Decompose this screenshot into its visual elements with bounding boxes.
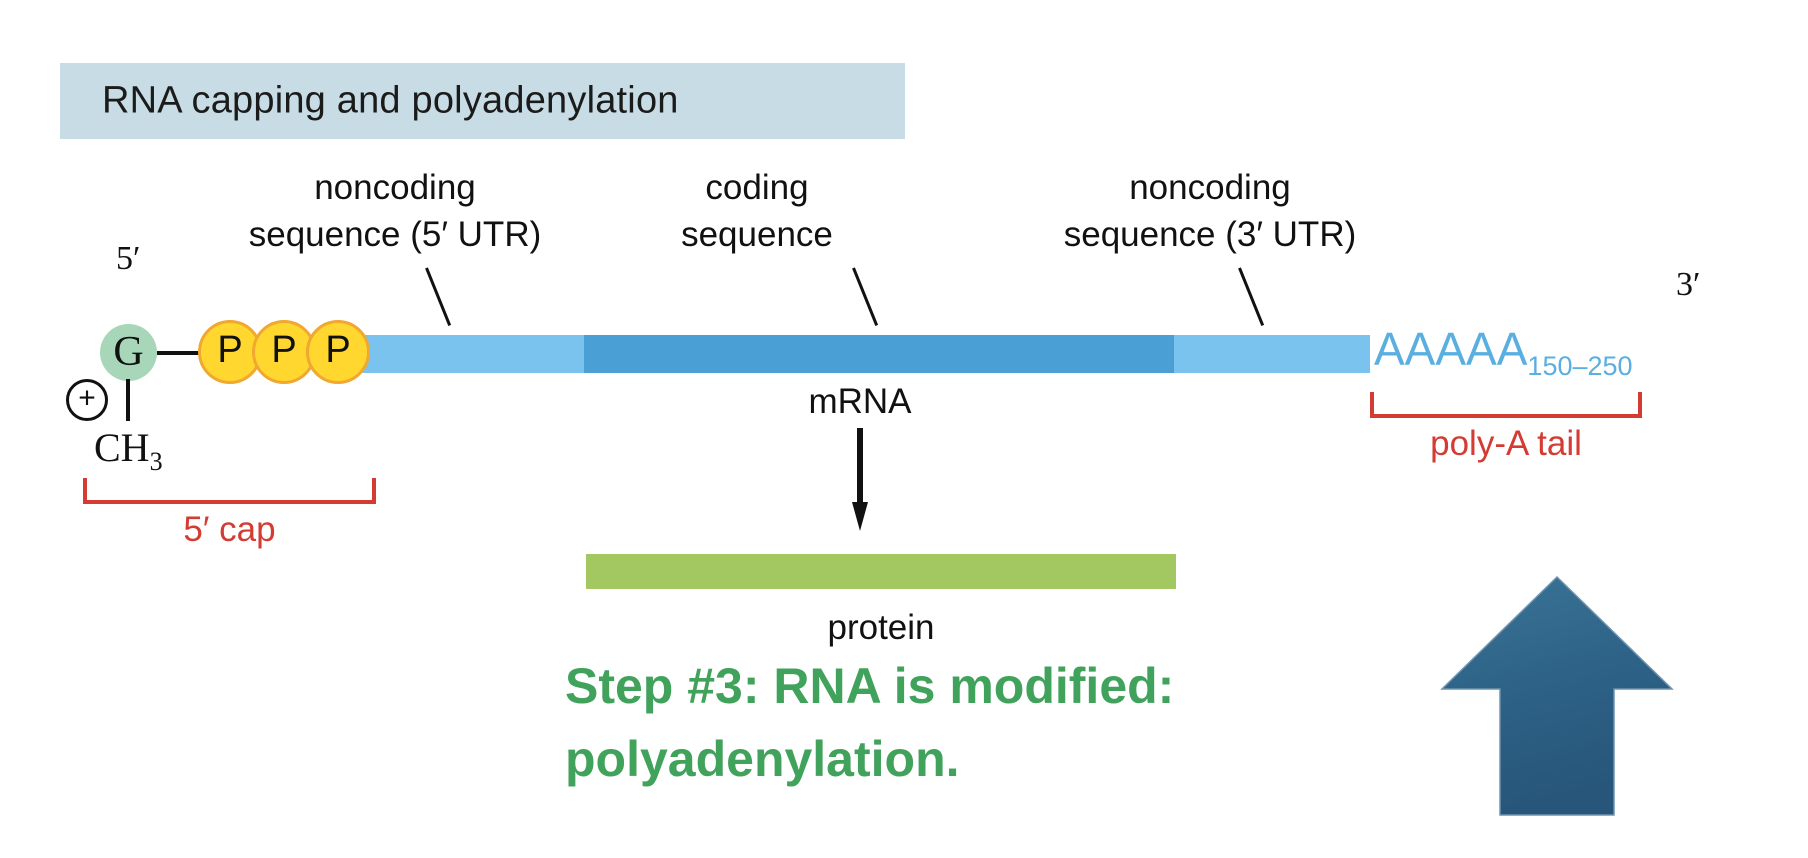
label-three-prime: 3′ <box>1676 266 1701 303</box>
mrna-bar <box>360 335 1370 373</box>
label-five-cap: 5′ cap <box>183 510 276 549</box>
mrna-segment-3utr <box>1174 335 1370 373</box>
phosphate-circle-1: P <box>198 320 262 384</box>
up-arrow-icon <box>1440 575 1674 816</box>
protein-bar <box>586 554 1176 589</box>
leader-line-3utr <box>1238 267 1264 326</box>
annotation-line-1: Step #3: RNA is modified: <box>565 658 1175 714</box>
phosphate-letter-1: P <box>217 329 243 372</box>
label-coding-sequence: coding sequence <box>617 165 897 258</box>
leader-line-coding <box>852 267 878 326</box>
label-noncoding-3utr-line2: sequence (3′ UTR) <box>1063 214 1357 254</box>
label-methyl-group: CH3 <box>94 424 163 477</box>
plus-sign: + <box>78 381 96 415</box>
label-mrna: mRNA <box>808 382 912 421</box>
poly-a-adenines: AAAAA <box>1374 323 1528 375</box>
label-noncoding-3utr: noncoding sequence (3′ UTR) <box>1000 165 1420 258</box>
phosphate-letter-3: P <box>325 329 351 372</box>
cap-guanine-letter: G <box>113 328 144 375</box>
poly-a-count: 150–250 <box>1527 351 1633 382</box>
label-noncoding-3utr-line1: noncoding <box>1129 168 1291 207</box>
page-title: RNA capping and polyadenylation <box>102 79 679 122</box>
leader-line-5utr <box>425 267 451 326</box>
label-coding-line2: sequence <box>681 214 833 254</box>
bond-guanine-phosphate <box>157 351 203 355</box>
mrna-segment-5utr <box>360 335 584 373</box>
phosphate-circle-3: P <box>306 320 370 384</box>
label-noncoding-5utr-line2: sequence (5′ UTR) <box>248 214 542 254</box>
annotation-line-2: polyadenylation. <box>565 730 960 787</box>
title-banner: RNA capping and polyadenylation <box>60 63 905 139</box>
poly-a-letters: AAAAA150–250 <box>1374 326 1633 380</box>
positive-charge-icon: + <box>66 379 108 421</box>
label-noncoding-5utr: noncoding sequence (5′ UTR) <box>215 165 575 258</box>
phosphate-letter-2: P <box>271 329 297 372</box>
label-noncoding-5utr-line1: noncoding <box>314 168 476 207</box>
bracket-five-cap <box>83 478 376 504</box>
label-coding-line1: coding <box>705 168 809 207</box>
annotation-text: Step #3: RNA is modified: polyadenylatio… <box>565 650 1425 795</box>
cap-guanine-circle: G <box>100 324 157 381</box>
phosphate-circle-2: P <box>252 320 316 384</box>
label-poly-a-tail: poly-A tail <box>1430 424 1582 463</box>
bond-guanine-methyl <box>126 379 130 421</box>
down-arrow-icon <box>852 428 868 531</box>
label-methyl-subscript: 3 <box>149 447 163 476</box>
label-five-prime: 5′ <box>116 240 141 277</box>
bracket-poly-a-tail <box>1370 392 1642 418</box>
mrna-segment-coding <box>584 335 1174 373</box>
label-protein: protein <box>827 608 935 647</box>
label-methyl-text: CH <box>94 425 150 470</box>
